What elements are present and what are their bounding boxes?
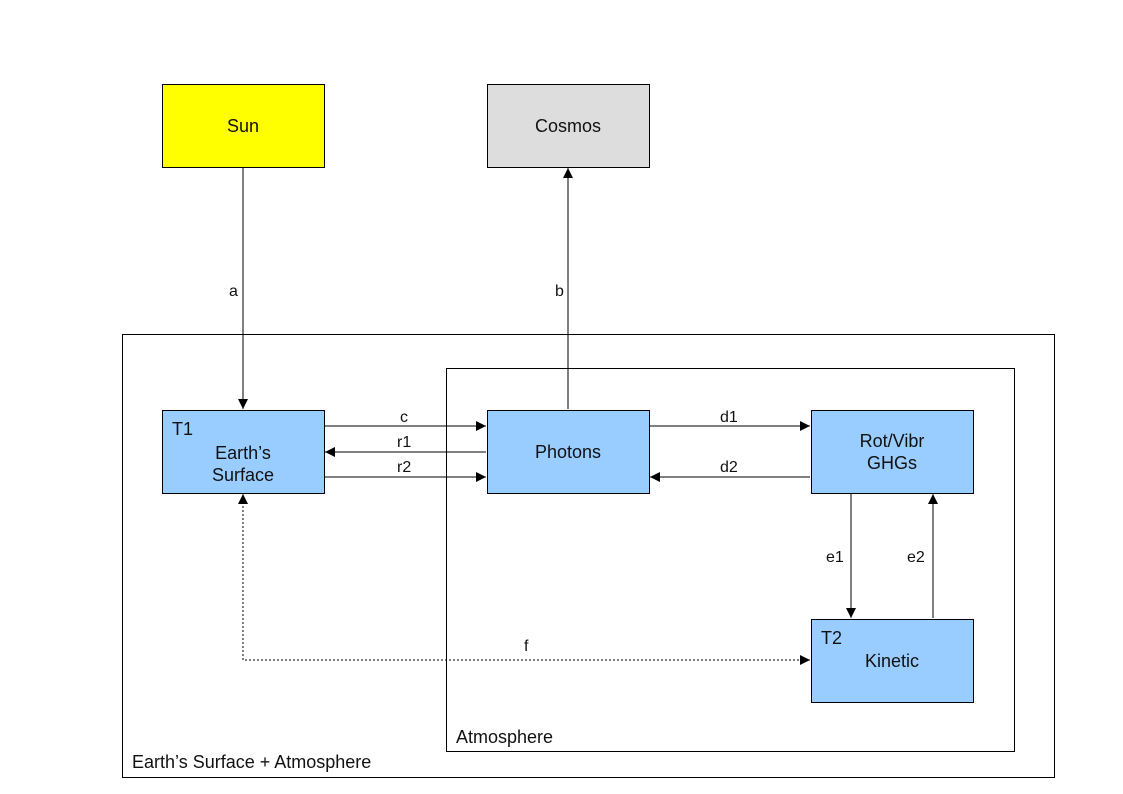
node-photons-label: Photons xyxy=(535,442,601,462)
node-earth-surface: T1 Earth’s Surface xyxy=(162,410,325,494)
edge-d2-label: d2 xyxy=(720,459,738,476)
edge-r1-label: r1 xyxy=(397,434,411,451)
edge-r2-label: r2 xyxy=(397,459,411,476)
node-ghgs-line1: Rot/Vibr xyxy=(860,431,925,451)
node-earth-surface-line1: Earth’s xyxy=(215,443,271,463)
node-kinetic-label: Kinetic xyxy=(865,651,919,671)
node-ghgs-line2: GHGs xyxy=(867,453,917,473)
node-kinetic-tag: T2 xyxy=(821,628,842,648)
edge-f-label: f xyxy=(524,638,529,655)
node-sun-box xyxy=(162,84,325,168)
edge-c-label: c xyxy=(400,409,408,426)
node-cosmos: Cosmos xyxy=(487,84,650,168)
outer-container-label: Earth’s Surface + Atmosphere xyxy=(132,752,371,772)
node-cosmos-label: Cosmos xyxy=(535,116,601,136)
edge-e2-label: e2 xyxy=(907,549,925,566)
atmosphere-container-label: Atmosphere xyxy=(456,727,553,747)
node-photons: Photons xyxy=(487,410,650,494)
edge-a-label: a xyxy=(229,283,238,300)
node-kinetic: T2 Kinetic xyxy=(811,619,974,703)
edge-f xyxy=(238,494,810,665)
node-earth-surface-tag: T1 xyxy=(172,419,193,439)
node-ghgs: Rot/Vibr GHGs xyxy=(811,410,974,494)
edge-b-label: b xyxy=(555,283,564,300)
edge-e1-label: e1 xyxy=(826,549,844,566)
node-earth-surface-box xyxy=(162,410,325,494)
edge-d1-label: d1 xyxy=(720,409,738,426)
node-cosmos-box xyxy=(487,84,650,168)
node-sun: Sun xyxy=(162,84,325,168)
node-ghgs-box xyxy=(811,410,974,494)
outer-container xyxy=(122,334,1055,778)
node-photons-box xyxy=(487,410,650,494)
node-kinetic-box xyxy=(811,619,974,703)
node-earth-surface-line2: Surface xyxy=(212,465,274,485)
node-sun-label: Sun xyxy=(227,116,259,136)
